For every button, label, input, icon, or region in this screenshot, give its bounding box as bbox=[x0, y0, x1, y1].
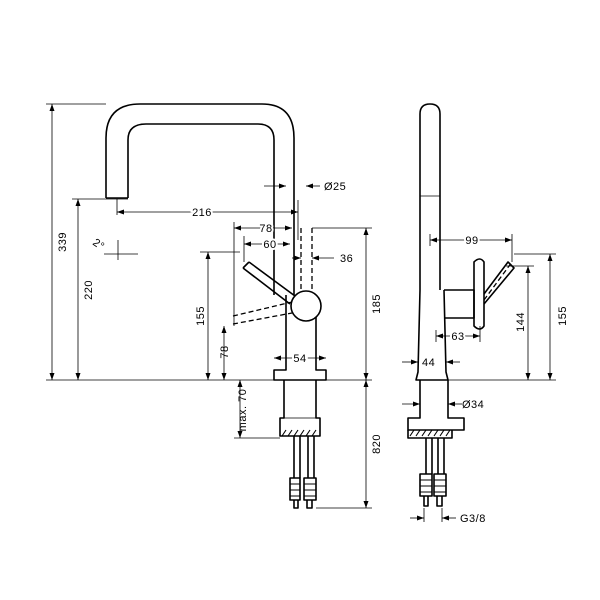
dim-handle-height: 155 bbox=[195, 306, 207, 326]
supply-hoses bbox=[293, 436, 315, 478]
side-view bbox=[407, 103, 515, 507]
side-handle-cartridge bbox=[473, 258, 485, 330]
dim-side-base-width: 44 bbox=[422, 357, 435, 369]
dim-total-height: 339 bbox=[57, 232, 69, 252]
dim-handle-offset: 60 bbox=[263, 239, 276, 251]
dim-max-thickness: max. 70 bbox=[237, 389, 249, 432]
dim-spout-angle: 2° bbox=[90, 237, 106, 253]
side-lever bbox=[483, 261, 515, 305]
dim-handle-body-offset: 36 bbox=[340, 253, 353, 265]
side-dimensions: 99 144 155 63 44 Ø34 G3/8 bbox=[402, 233, 569, 525]
dim-body-height: 185 bbox=[371, 294, 383, 314]
dim-side-total: 155 bbox=[557, 306, 569, 326]
front-view bbox=[105, 103, 327, 509]
dim-side-body-depth: 63 bbox=[451, 331, 464, 343]
handle-knob bbox=[290, 290, 322, 322]
dim-spout-reach: 216 bbox=[192, 207, 212, 219]
dim-shank-length: 820 bbox=[371, 434, 383, 454]
dim-side-handle-height: 144 bbox=[515, 312, 527, 332]
dim-base-width: 54 bbox=[293, 353, 306, 365]
handle-lever bbox=[242, 261, 296, 305]
mount-nut-hatch bbox=[281, 429, 317, 437]
dim-flange-diameter: Ø34 bbox=[462, 399, 484, 411]
side-spout bbox=[419, 103, 441, 290]
side-body bbox=[415, 289, 449, 381]
spout-outline bbox=[105, 103, 295, 295]
dim-side-reach: 99 bbox=[465, 235, 478, 247]
dim-thread: G3/8 bbox=[460, 513, 486, 525]
side-hoses bbox=[425, 438, 445, 474]
dim-handle-reach: 78 bbox=[259, 223, 272, 235]
mount-shank bbox=[279, 380, 321, 437]
dim-spout-height: 220 bbox=[83, 280, 95, 300]
handle-lever-closed bbox=[300, 228, 313, 292]
side-mount-shank bbox=[407, 380, 465, 431]
side-handle-block bbox=[444, 289, 475, 319]
dim-spout-diameter: Ø25 bbox=[324, 181, 346, 193]
front-dimensions: 339 220 2° 216 Ø25 78 60 36 155 78 bbox=[46, 103, 383, 509]
body-column bbox=[273, 295, 327, 381]
handle-lever-open bbox=[232, 301, 293, 325]
dim-handle-low-height: 78 bbox=[219, 345, 231, 358]
spout-inner-outline bbox=[127, 123, 275, 295]
